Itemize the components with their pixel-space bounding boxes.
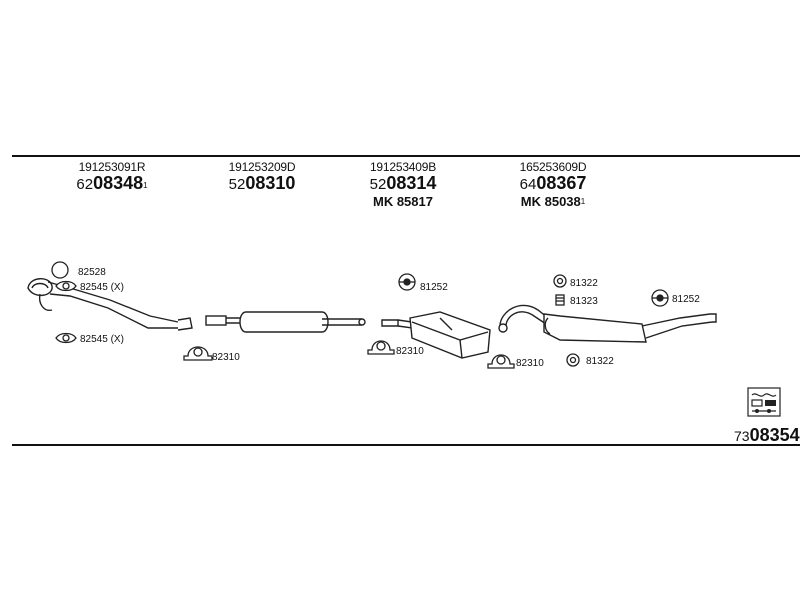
part-column-4: 165253609D 6408367 MK 850381 [503, 160, 603, 209]
part-label: 81322 [570, 278, 598, 289]
gasket-ring-icon [51, 261, 69, 279]
part-label: 82545 (X) [80, 334, 124, 345]
centre-silencer [205, 311, 366, 333]
bolt-set-icon [555, 294, 565, 306]
article-number: 62083481 [76, 173, 148, 194]
part-label: 81252 [672, 294, 700, 305]
part-label: 82310 [396, 346, 424, 357]
rear-silencer [498, 304, 717, 343]
article-number: 5208314 [369, 173, 437, 194]
oem-number: 191253091R [78, 160, 146, 174]
part-label: 81252 [420, 282, 448, 293]
part-label: 82528 [78, 267, 106, 278]
article-number: 5208310 [228, 173, 296, 194]
kit-number: 7308354 [734, 425, 800, 445]
oem-number: 165253609D [519, 160, 587, 174]
part-label: 82545 (X) [80, 282, 124, 293]
middle-silencer [381, 311, 491, 359]
oem-number: 191253209D [228, 160, 296, 174]
part-label: 82310 [516, 358, 544, 369]
mk-number: MK 85817 [373, 194, 433, 209]
top-rule [12, 155, 800, 157]
part-column-2: 191253209D 5208310 [212, 160, 312, 194]
part-label: 81322 [586, 356, 614, 367]
mk-number: MK 850381 [520, 194, 586, 209]
part-column-1: 191253091R 62083481 [62, 160, 162, 194]
kit-symbol-icon [747, 387, 781, 417]
part-label: 82310 [212, 352, 240, 363]
article-number: 6408367 [519, 173, 587, 194]
part-column-3: 191253409B 5208314 MK 85817 [353, 160, 453, 209]
part-label: 81323 [570, 296, 598, 307]
oem-number: 191253409B [369, 160, 437, 174]
bottom-rule [12, 444, 800, 446]
